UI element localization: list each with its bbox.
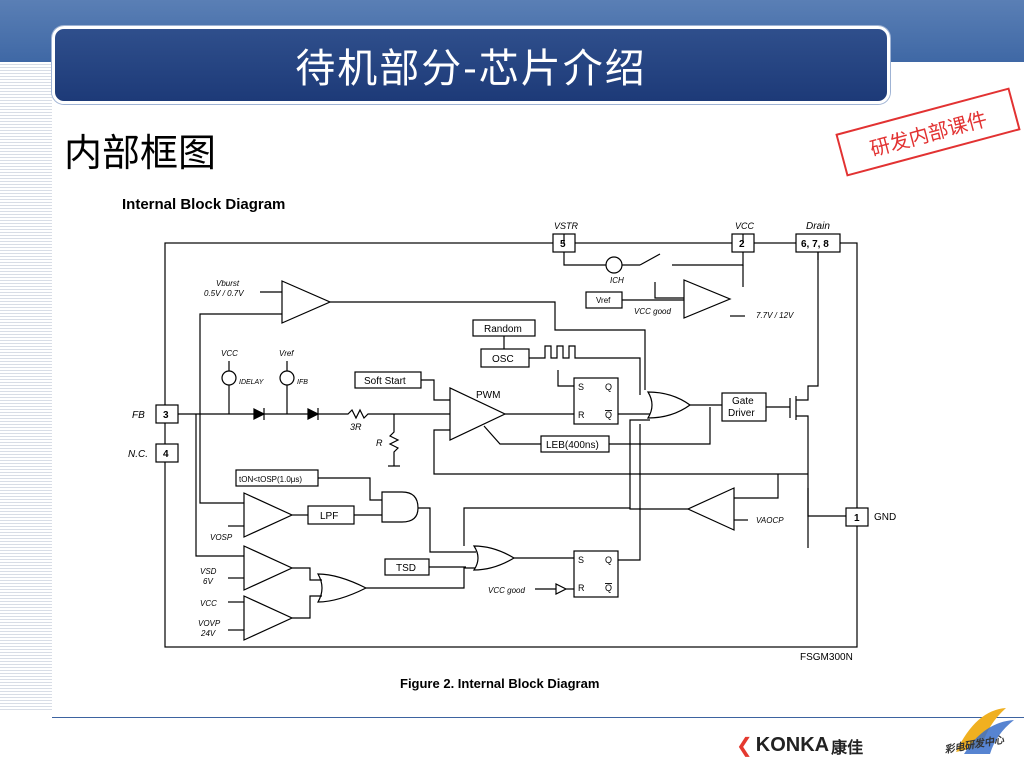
osp-comparator: [243, 492, 294, 538]
vsd-value: 6V: [203, 577, 213, 586]
random-label: Random: [484, 324, 522, 335]
ifb-label: IFB: [297, 379, 308, 386]
gate-label: Gate: [732, 396, 754, 407]
diagram-heading: Internal Block Diagram: [122, 196, 285, 213]
uvlo-comparator: [683, 279, 732, 319]
gate-or: [646, 391, 692, 419]
shutdown-latch: [573, 550, 619, 598]
pin-4-box: [155, 443, 179, 463]
pin-2-num: 2: [739, 239, 745, 250]
rd-center-logo-icon: [956, 708, 1014, 754]
vaocp-label: VAOCP: [756, 516, 784, 525]
part-number: FSGM300N: [800, 652, 853, 663]
three-r-label: 3R: [350, 422, 362, 432]
latch2-qbar: Q: [605, 583, 612, 593]
vsd-label: VSD: [200, 567, 217, 576]
vcc-good-label-2: VCC good: [488, 586, 525, 595]
r-label: R: [376, 438, 383, 448]
osp-and-gate: [381, 491, 419, 523]
slide-subtitle: 内部框图: [64, 131, 217, 175]
konka-logo: ❮ KONKA 康佳: [736, 733, 863, 758]
vref-source-label: Vref: [279, 349, 294, 358]
title-banner: 待机部分-芯片介绍: [52, 26, 890, 104]
diagram-caption: Figure 2. Internal Block Diagram: [400, 676, 599, 691]
pin-vstr-label: VSTR: [554, 221, 579, 231]
latch-qbar: Q: [605, 410, 612, 420]
vovp-label: VOVP: [198, 619, 221, 628]
pin-3-num: 3: [163, 410, 169, 421]
slide-title: 待机部分-芯片介绍: [295, 46, 647, 92]
ich-label: ICH: [610, 276, 624, 285]
latch-r: R: [578, 410, 585, 420]
idelay-source: [221, 370, 237, 386]
pin-1-num: 1: [854, 513, 860, 524]
pwm-latch: [573, 377, 619, 425]
pin-drain-label: Drain: [806, 221, 830, 232]
pwm-label: PWM: [476, 390, 500, 401]
osc-label: OSC: [492, 354, 514, 365]
pin-5-num: 5: [560, 239, 566, 250]
vref-box-label: Vref: [596, 296, 611, 305]
vcc-input-label: VCC: [200, 599, 217, 608]
gate-driver-box: [721, 392, 767, 422]
ifb-source: [279, 370, 295, 386]
protect-or-gate: [316, 573, 368, 603]
pin-drain-num: 6, 7, 8: [801, 239, 829, 250]
latch2-r: R: [578, 583, 585, 593]
idelay-label: IDELAY: [239, 379, 265, 386]
shutdown-or-gate: [472, 545, 516, 571]
pin-4-num: 4: [163, 449, 169, 460]
ovp-comparator: [243, 595, 294, 641]
burst-comparator: [281, 280, 332, 324]
vcc-source-label: VCC: [221, 349, 238, 358]
leb-label: LEB(400ns): [546, 440, 599, 451]
footer-line: [52, 717, 1024, 718]
vcc-good-label: VCC good: [634, 307, 671, 316]
pin-1-box: [845, 507, 869, 527]
aocp-comparator: [686, 487, 735, 531]
vburst-label: Vburst: [216, 279, 240, 288]
latch-q: Q: [605, 382, 612, 392]
pin-fb-label: FB: [132, 410, 145, 421]
ich-source: [605, 256, 623, 274]
pin-vcc-label: VCC: [735, 221, 755, 231]
left-stripes: [0, 62, 52, 712]
pwm-comparator: [449, 387, 507, 441]
latch-s: S: [578, 382, 584, 392]
vburst-value: 0.5V / 0.7V: [204, 289, 244, 298]
driver-label: Driver: [728, 408, 755, 419]
tsd-label: TSD: [396, 563, 416, 574]
lpf-label: LPF: [320, 511, 338, 522]
pin-nc-label: N.C.: [128, 449, 148, 460]
sd-comparator: [243, 545, 294, 591]
soft-start-label: Soft Start: [364, 376, 406, 387]
vovp-value: 24V: [200, 629, 216, 638]
ton-label: tON<tOSP(1.0μs): [239, 475, 302, 484]
latch2-s: S: [578, 555, 584, 565]
konka-brand-cn: 康佳: [831, 739, 864, 757]
vosp-label: VOSP: [210, 533, 233, 542]
latch2-q: Q: [605, 555, 612, 565]
uvlo-label: 7.7V / 12V: [756, 311, 794, 320]
konka-brand: KONKA: [755, 734, 830, 756]
konka-mark-icon: ❮: [736, 735, 753, 757]
pin-gnd-label: GND: [874, 512, 896, 523]
